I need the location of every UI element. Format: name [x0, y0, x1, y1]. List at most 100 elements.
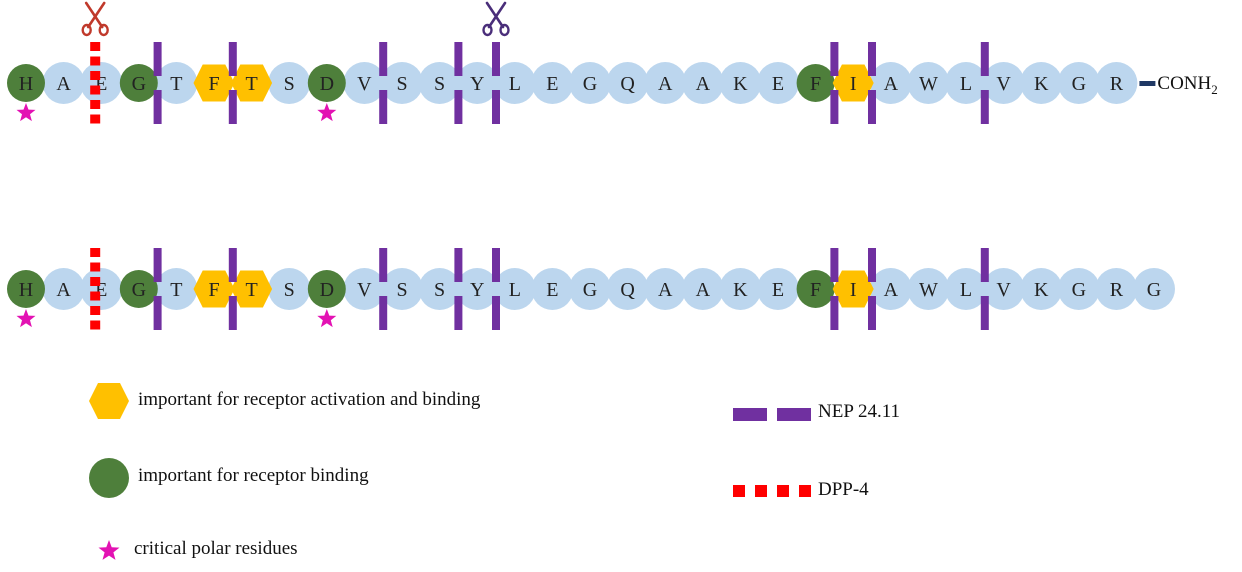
- residue-bead: [757, 268, 799, 310]
- legend-symbols: [89, 383, 811, 560]
- residue-letter: W: [919, 279, 938, 301]
- residue-letter: V: [357, 279, 372, 301]
- residue-letter: L: [960, 279, 972, 301]
- activation-residue-hexagon: [832, 64, 874, 102]
- residue-letter: G: [1147, 279, 1161, 301]
- residue-bead: [569, 268, 611, 310]
- c-terminal-amide: CONH2: [1157, 73, 1217, 97]
- residue-letter: F: [208, 279, 219, 301]
- residue-bead: [982, 62, 1025, 104]
- residue-bead: [531, 62, 574, 104]
- residue-bead: [418, 62, 461, 104]
- dpp4-cleavage-site: [90, 56, 101, 66]
- residue-letter: H: [19, 279, 33, 301]
- residue-letter: K: [1034, 73, 1049, 95]
- residue-letter: K: [733, 73, 748, 95]
- residue-letter: L: [960, 73, 972, 95]
- residue-letter: D: [320, 279, 334, 301]
- scissors-blade: [487, 1, 507, 29]
- residue-letter: T: [170, 279, 182, 301]
- residue-bead: [681, 268, 724, 310]
- residue-letter: G: [1072, 73, 1086, 95]
- residue-bead: [493, 268, 536, 310]
- residue-bead: [381, 268, 423, 310]
- nep-cleavage-site: [868, 248, 876, 282]
- residue-letter: A: [56, 279, 71, 301]
- residue-letter: H: [19, 73, 33, 95]
- nep-cleavage-site: [492, 42, 500, 76]
- residue-letter: A: [884, 279, 899, 301]
- residue-bead: [719, 268, 762, 310]
- residue-letter: V: [996, 279, 1011, 301]
- residue-letter: G: [583, 73, 597, 95]
- residue-bead: [381, 62, 423, 104]
- residue-bead: [757, 62, 799, 104]
- nep-cleavage-site: [153, 42, 162, 76]
- legend-dpp-dash: [777, 485, 789, 497]
- residue-letter: S: [434, 279, 445, 301]
- scissors-blade: [86, 1, 106, 29]
- nep-cleavage-site: [153, 90, 162, 124]
- polar-residue-star: [317, 309, 337, 328]
- residue-letter: G: [132, 73, 146, 95]
- legend-star: [98, 540, 120, 560]
- dpp4-cleavage-site: [90, 306, 101, 315]
- residue-bead: [268, 62, 311, 104]
- residue-letter: A: [696, 73, 711, 95]
- scissors-icon: [81, 1, 109, 37]
- nep-cleavage-site: [868, 42, 876, 76]
- activation-residue-hexagon: [231, 270, 273, 308]
- nep-cleavage-site: [379, 248, 388, 282]
- nep-cleavage-site: [379, 296, 388, 330]
- residue-bead: [982, 268, 1025, 310]
- legend-polar-label: critical polar residues: [134, 538, 298, 559]
- nep-cleavage-site: [868, 296, 876, 330]
- residue-bead: [1057, 268, 1100, 310]
- residue-bead: [1095, 268, 1138, 310]
- nep-cleavage-site: [980, 248, 989, 282]
- binding-residue-circle: [119, 270, 158, 308]
- residue-letter: L: [509, 73, 521, 95]
- legend-activation-label: important for receptor activation and bi…: [138, 389, 481, 410]
- residue-letter: A: [56, 73, 71, 95]
- residue-bead: [418, 268, 461, 310]
- legend-nep-label: NEP 24.11: [818, 401, 900, 422]
- dpp4-cleavage-site: [90, 262, 101, 272]
- dpp4-cleavage-site: [90, 114, 101, 124]
- nep-cleavage-site: [980, 296, 989, 330]
- legend-binding-circle: [89, 458, 129, 498]
- nep-cleavage-site: [830, 296, 839, 330]
- legend-dpp-dash: [733, 485, 745, 497]
- dpp4-cleavage-site: [90, 100, 101, 109]
- residue-letter: Q: [620, 73, 635, 95]
- dpp4-cleavage-site: [90, 71, 101, 80]
- polar-residue-star: [317, 103, 337, 122]
- residue-letter: F: [208, 73, 219, 95]
- residue-letter: K: [1034, 279, 1049, 301]
- residue-bead: [456, 62, 499, 104]
- scissors-icon: [482, 1, 510, 37]
- polar-residue-star: [16, 103, 36, 122]
- residue-letter: K: [733, 279, 748, 301]
- residue-letter: S: [396, 73, 407, 95]
- residue-letter: E: [772, 279, 784, 301]
- residue-bead: [343, 62, 386, 104]
- nep-cleavage-site: [379, 90, 388, 124]
- scissors-handle: [98, 23, 109, 37]
- legend-nep-bar: [777, 408, 811, 421]
- residue-bead: [155, 62, 198, 104]
- residue-letter: V: [996, 73, 1011, 95]
- nep-cleavage-site: [830, 42, 839, 76]
- residue-letter: T: [245, 73, 257, 95]
- residue-bead: [155, 268, 198, 310]
- nep-cleavage-site: [830, 248, 839, 282]
- residue-bead: [456, 268, 499, 310]
- scissors-blade: [84, 1, 104, 29]
- dpp4-cleavage-site: [90, 277, 101, 286]
- residue-bead: [42, 268, 85, 310]
- residue-bead: [907, 62, 950, 104]
- residue-letter: E: [546, 73, 558, 95]
